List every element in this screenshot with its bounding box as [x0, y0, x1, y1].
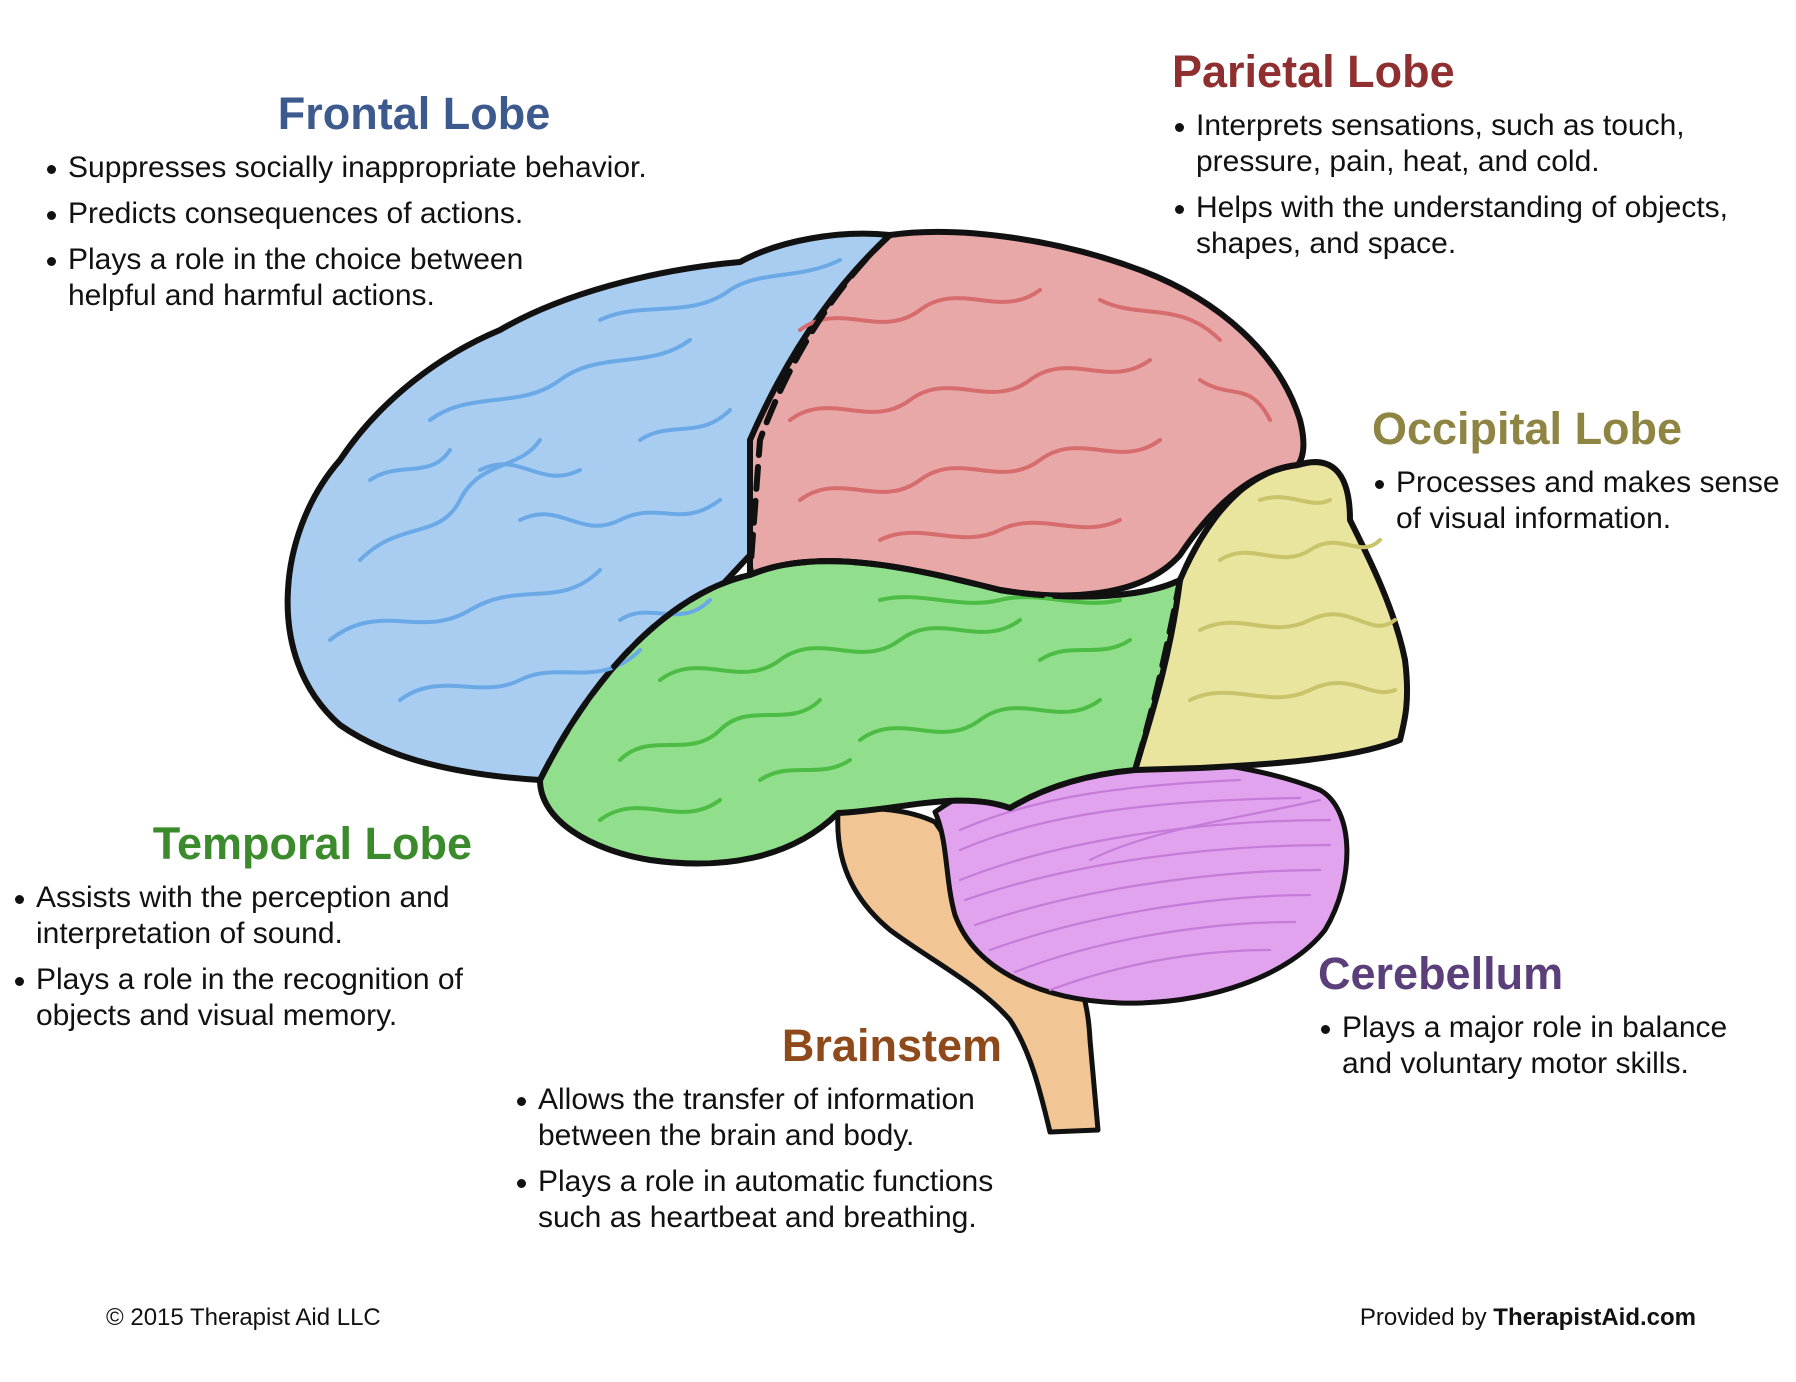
parietal-lobe-label: Parietal Lobe Interprets sensations, suc… — [1172, 46, 1772, 272]
list-item: Assists with the perception and interpre… — [12, 880, 476, 952]
list-item: Plays a role in the recognition of objec… — [12, 962, 496, 1034]
temporal-lobe-label: Temporal Lobe Assists with the perceptio… — [12, 818, 492, 1044]
list-item: Allows the transfer of information betwe… — [514, 1082, 1018, 1154]
occipital-lobe-label: Occipital Lobe Processes and makes sense… — [1372, 403, 1792, 547]
cerebellum-title: Cerebellum — [1318, 948, 1564, 999]
temporal-lobe-bullets: Assists with the perception and interpre… — [12, 880, 492, 1034]
frontal-lobe-bullets: Suppresses socially inappropriate behavi… — [44, 150, 694, 314]
cerebellum-bullets: Plays a major role in balance and volunt… — [1318, 1010, 1758, 1082]
provided-by-brand: TherapistAid.com — [1493, 1304, 1696, 1331]
frontal-lobe-label: Frontal Lobe Suppresses socially inappro… — [44, 88, 694, 324]
occipital-lobe-title: Occipital Lobe — [1372, 403, 1683, 454]
temporal-lobe-title: Temporal Lobe — [152, 818, 472, 869]
cerebellum-label: Cerebellum Plays a major role in balance… — [1318, 948, 1758, 1092]
list-item: Helps with the understanding of objects,… — [1172, 190, 1776, 262]
parietal-lobe-title: Parietal Lobe — [1172, 46, 1455, 97]
occipital-lobe-bullets: Processes and makes sense of visual info… — [1372, 465, 1792, 537]
list-item: Plays a major role in balance and volunt… — [1318, 1010, 1752, 1082]
provided-by: Provided by TherapistAid.com — [1360, 1304, 1696, 1332]
copyright-text: © 2015 Therapist Aid LLC — [106, 1304, 381, 1331]
brainstem-label: Brainstem Allows the transfer of informa… — [514, 1020, 1034, 1246]
brainstem-title: Brainstem — [781, 1020, 1002, 1071]
list-item: Suppresses socially inappropriate behavi… — [44, 150, 694, 186]
parietal-lobe-bullets: Interprets sensations, such as touch, pr… — [1172, 108, 1772, 262]
brainstem-bullets: Allows the transfer of information betwe… — [514, 1082, 1034, 1236]
provided-by-prefix: Provided by — [1359, 1304, 1494, 1331]
frontal-lobe-title: Frontal Lobe — [277, 88, 551, 139]
list-item: Processes and makes sense of visual info… — [1372, 465, 1796, 537]
list-item: Predicts consequences of actions. — [44, 196, 694, 232]
list-item: Interprets sensations, such as touch, pr… — [1172, 108, 1716, 180]
list-item: Plays a role in automatic functions such… — [514, 1164, 1038, 1236]
list-item: Plays a role in the choice between helpf… — [44, 242, 548, 314]
